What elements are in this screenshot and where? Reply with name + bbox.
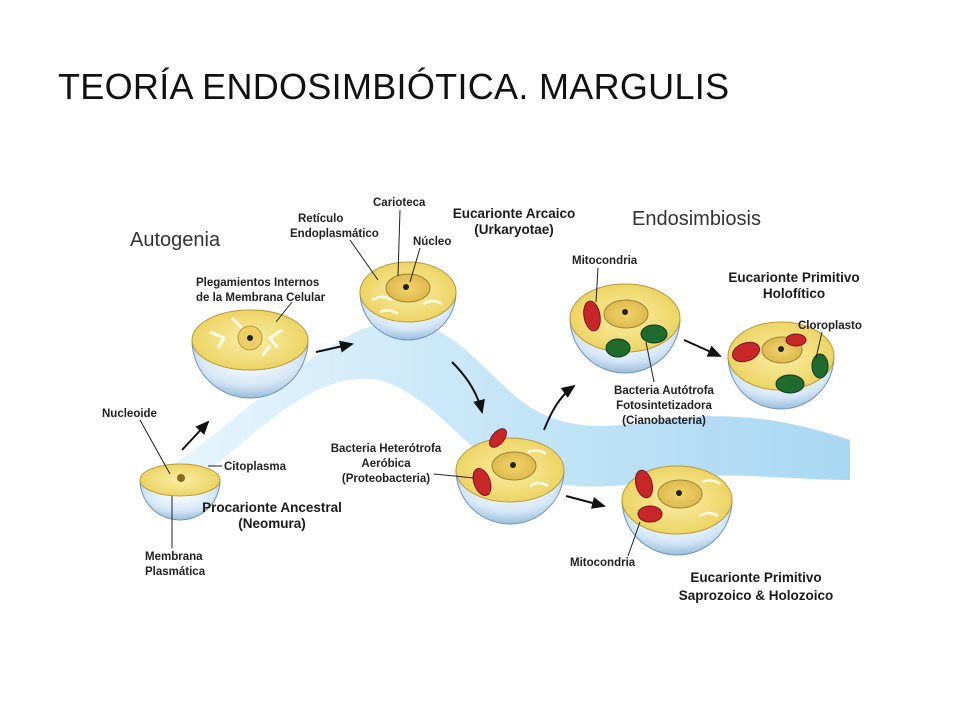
- title-procarionte-2: (Neomura): [238, 516, 306, 531]
- label-carioteca: Carioteca: [373, 197, 426, 209]
- cell-plegamientos: [191, 309, 309, 399]
- slide-title: TEORÍA ENDOSIMBIÓTICA. MARGULIS: [58, 66, 730, 107]
- label-reticulo-2: Endoplasmático: [290, 228, 379, 240]
- leader-carioteca: [397, 209, 401, 277]
- label-autotrofa-2: Fotosintetizadora: [616, 400, 712, 412]
- label-membrana-1: Membrana: [145, 551, 203, 563]
- title-holofitico-1: Eucarionte Primitivo: [728, 270, 859, 285]
- label-mitocondria-top: Mitocondria: [572, 255, 638, 267]
- leader-plegamientos: [275, 301, 293, 323]
- arrow-cianobacteria-to-holofitico: [683, 339, 722, 357]
- label-plegamientos-1: Plegamientos Internos: [196, 277, 319, 289]
- label-autotrofa-3: (Cianobacteria): [622, 415, 706, 427]
- leader-reticulo: [349, 239, 379, 281]
- cell-saprozoico: [621, 465, 733, 556]
- title-holofitico-2: Holofítico: [763, 286, 825, 301]
- cell-eucarionte-arcaico: [359, 261, 457, 341]
- label-reticulo-1: Retículo: [298, 213, 343, 225]
- leader-cloroplasto: [815, 331, 823, 359]
- leader-heterotrofa: [433, 473, 475, 479]
- arrow-heterotrofa-to-saprozoico: [565, 495, 606, 509]
- title-procarionte-1: Procarionte Ancestral: [202, 500, 342, 515]
- section-autogenia: Autogenia: [130, 229, 221, 251]
- cell-heterotrofa: [455, 428, 565, 525]
- evolution-band: [150, 321, 850, 500]
- leader-autotrofa: [645, 341, 655, 383]
- arrow-arcaico-to-heterotrofa: [451, 361, 485, 414]
- label-nucleo: Núcleo: [413, 236, 451, 248]
- arrow-heterotrofa-to-holofitico: [543, 384, 576, 431]
- arrow-procarionte-to-plegamientos: [181, 420, 210, 451]
- label-membrana-2: Plasmática: [145, 566, 206, 578]
- leader-mitocondria-top: [595, 267, 599, 303]
- label-autotrofa-1: Bacteria Autótrofa: [614, 385, 714, 397]
- leader-mitocondria-bottom: [627, 521, 641, 557]
- label-heterotrofa-3: (Proteobacteria): [342, 473, 430, 485]
- label-heterotrofa-2: Aeróbica: [361, 458, 411, 470]
- label-plegamientos-2: de la Membrana Celular: [196, 292, 326, 304]
- section-endosimbiosis: Endosimbiosis: [632, 208, 761, 230]
- label-cloroplasto: Cloroplasto: [798, 320, 862, 332]
- title-saprozoico-2: Saprozoico & Holozoico: [679, 588, 834, 603]
- arrow-plegamientos-to-arcaico: [315, 340, 354, 353]
- label-citoplasma: Citoplasma: [224, 461, 287, 473]
- title-arcaico-1: Eucarionte Arcaico: [453, 206, 576, 221]
- leader-nucleo: [409, 247, 421, 283]
- label-nucleoide: Nucleoide: [102, 408, 157, 420]
- label-heterotrofa-1: Bacteria Heterótrofa: [331, 443, 442, 455]
- label-mitocondria-bottom: Mitocondria: [570, 557, 636, 569]
- cell-holofitico: [727, 321, 835, 410]
- cell-procarionte: [139, 463, 221, 521]
- title-saprozoico-1: Eucarionte Primitivo: [690, 570, 821, 585]
- leader-nucleoide: [139, 419, 171, 475]
- cell-cianobacteria: [569, 283, 681, 374]
- title-arcaico-2: (Urkaryotae): [474, 222, 554, 237]
